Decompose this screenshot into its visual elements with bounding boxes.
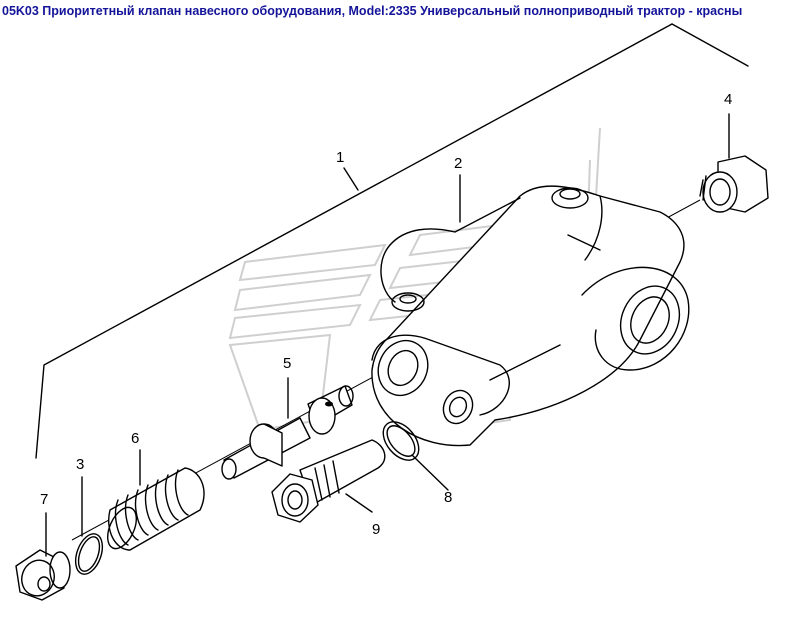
callout-7-label: 7 [40,491,48,508]
valve-body [371,185,690,447]
callout-2-label: 2 [454,155,462,172]
callout-9-label: 9 [372,521,380,538]
o-ring-3 [74,533,104,575]
leader-lines [45,113,730,557]
fitting-9 [271,439,386,523]
spool-5 [221,385,354,480]
callout-6-label: 6 [131,430,139,447]
callout-3-label: 3 [76,456,84,473]
callout-4-label: 4 [724,91,732,108]
diagram-title: 05K03 Приоритетный клапан навесного обор… [2,4,743,18]
plug-7 [15,549,71,601]
callout-1-bracket [35,23,749,459]
callout-8-label: 8 [444,489,452,506]
spring-6 [106,467,205,551]
callout-1-label: 1 [336,149,344,166]
callout-5-label: 5 [283,355,291,372]
plug-nut-4 [699,155,769,213]
